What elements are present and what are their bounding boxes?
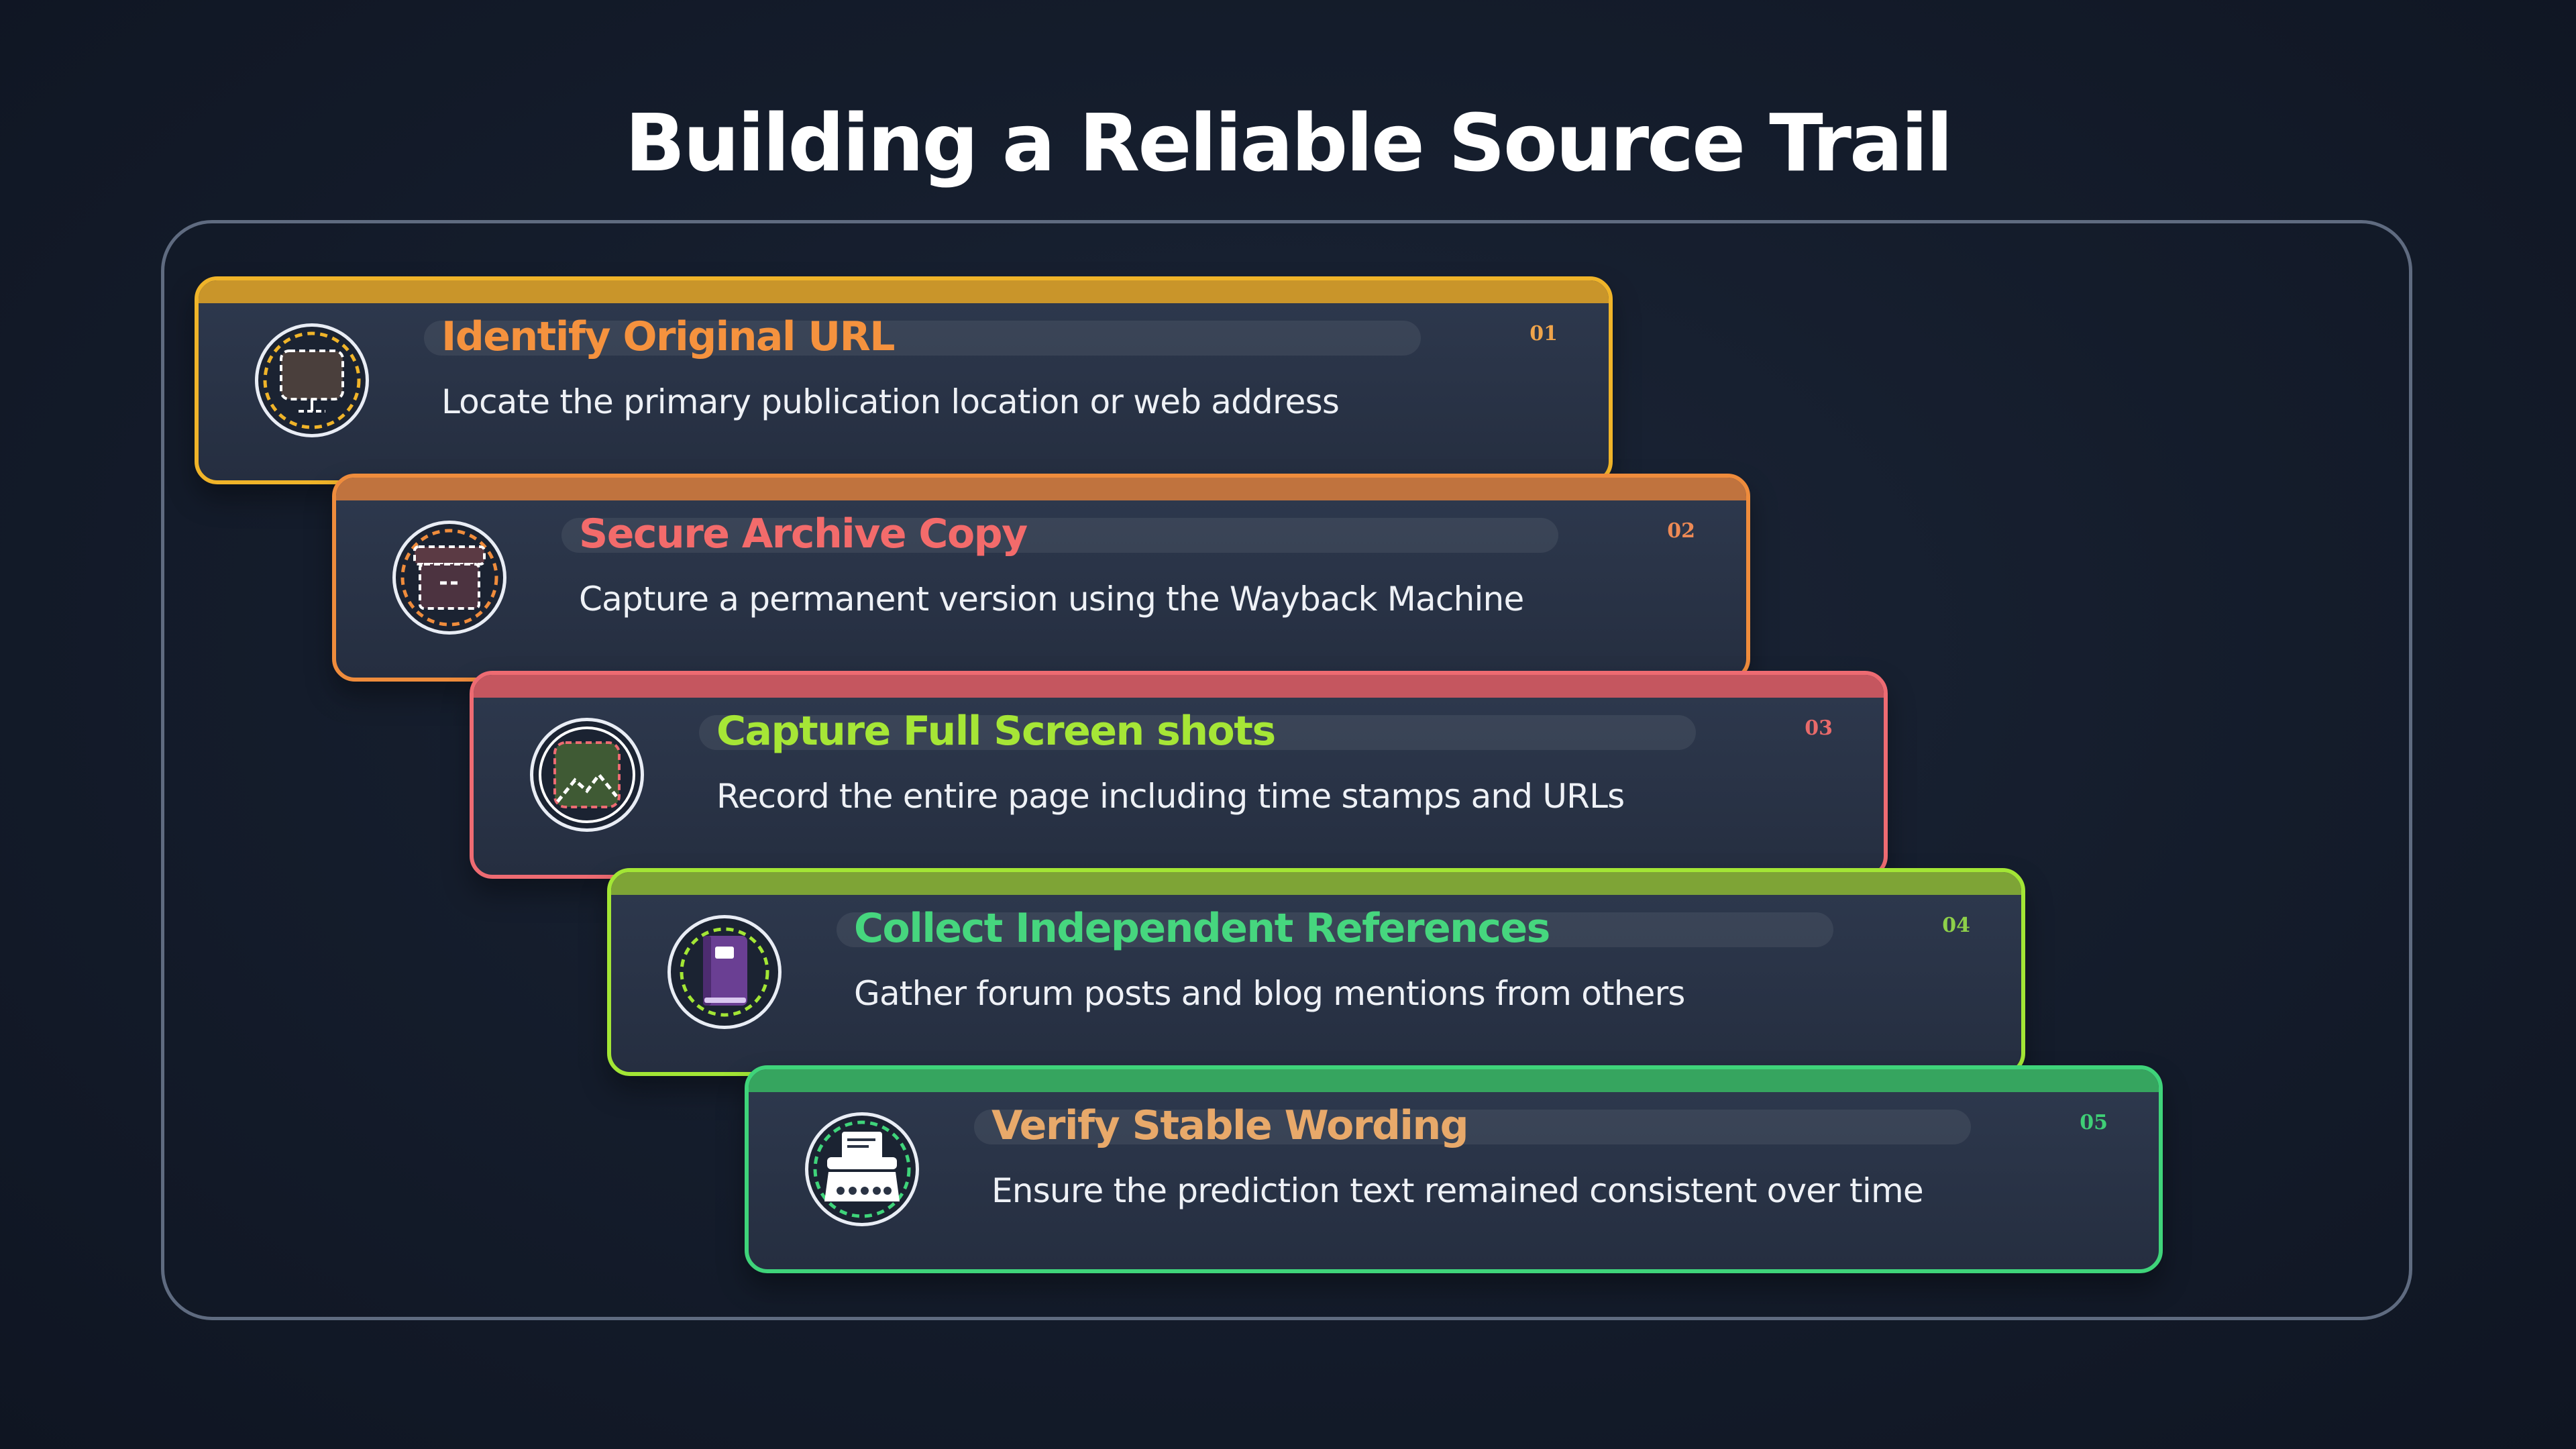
step-number: 05 bbox=[2080, 1111, 2108, 1134]
step-number: 02 bbox=[1667, 519, 1695, 543]
step-title: Secure Archive Copy bbox=[579, 511, 1028, 557]
step-icon-1 bbox=[255, 323, 369, 437]
step-card-band bbox=[474, 675, 1884, 698]
step-card-band bbox=[199, 280, 1609, 303]
step-card-3: Capture Full Screen shots Record the ent… bbox=[470, 671, 1888, 879]
step-title-highlight bbox=[424, 321, 1421, 356]
book-icon bbox=[680, 927, 769, 1017]
image-icon bbox=[539, 727, 635, 823]
step-icon-3 bbox=[530, 718, 644, 832]
step-card-band bbox=[336, 478, 1746, 500]
step-icon-2 bbox=[392, 521, 506, 635]
step-number: 01 bbox=[1529, 322, 1558, 345]
step-card-1: Identify Original URL Locate the primary… bbox=[195, 276, 1613, 484]
diagram-frame bbox=[161, 220, 2412, 1320]
step-number: 03 bbox=[1805, 716, 1833, 740]
page-title: Building a Reliable Source Trail bbox=[625, 97, 1953, 189]
monitor-icon bbox=[263, 331, 361, 429]
step-icon-4 bbox=[667, 915, 782, 1029]
step-title: Verify Stable Wording bbox=[991, 1102, 1469, 1149]
step-number: 04 bbox=[1942, 914, 1970, 937]
step-card-4: Collect Independent References Gather fo… bbox=[607, 868, 2025, 1076]
step-card-2: Secure Archive Copy Capture a permanent … bbox=[332, 474, 1750, 682]
step-icon-5 bbox=[805, 1112, 919, 1226]
step-title-highlight bbox=[699, 715, 1696, 750]
step-title: Capture Full Screen shots bbox=[716, 708, 1276, 755]
step-title-highlight bbox=[561, 518, 1558, 553]
step-title-highlight bbox=[974, 1110, 1971, 1144]
archive-box-icon bbox=[400, 529, 498, 627]
step-card-band bbox=[749, 1069, 2159, 1092]
step-title: Collect Independent References bbox=[854, 905, 1550, 952]
step-card-band bbox=[611, 872, 2021, 895]
step-description: Ensure the prediction text remained cons… bbox=[991, 1171, 1924, 1210]
step-description: Capture a permanent version using the Wa… bbox=[579, 580, 1524, 619]
step-card-5: Verify Stable Wording Ensure the predict… bbox=[745, 1065, 2163, 1273]
typewriter-icon bbox=[813, 1120, 911, 1218]
step-description: Gather forum posts and blog mentions fro… bbox=[854, 974, 1685, 1013]
step-description: Record the entire page including time st… bbox=[716, 777, 1625, 816]
step-title-highlight bbox=[837, 912, 1833, 947]
step-title: Identify Original URL bbox=[441, 313, 896, 360]
step-description: Locate the primary publication location … bbox=[441, 382, 1340, 421]
